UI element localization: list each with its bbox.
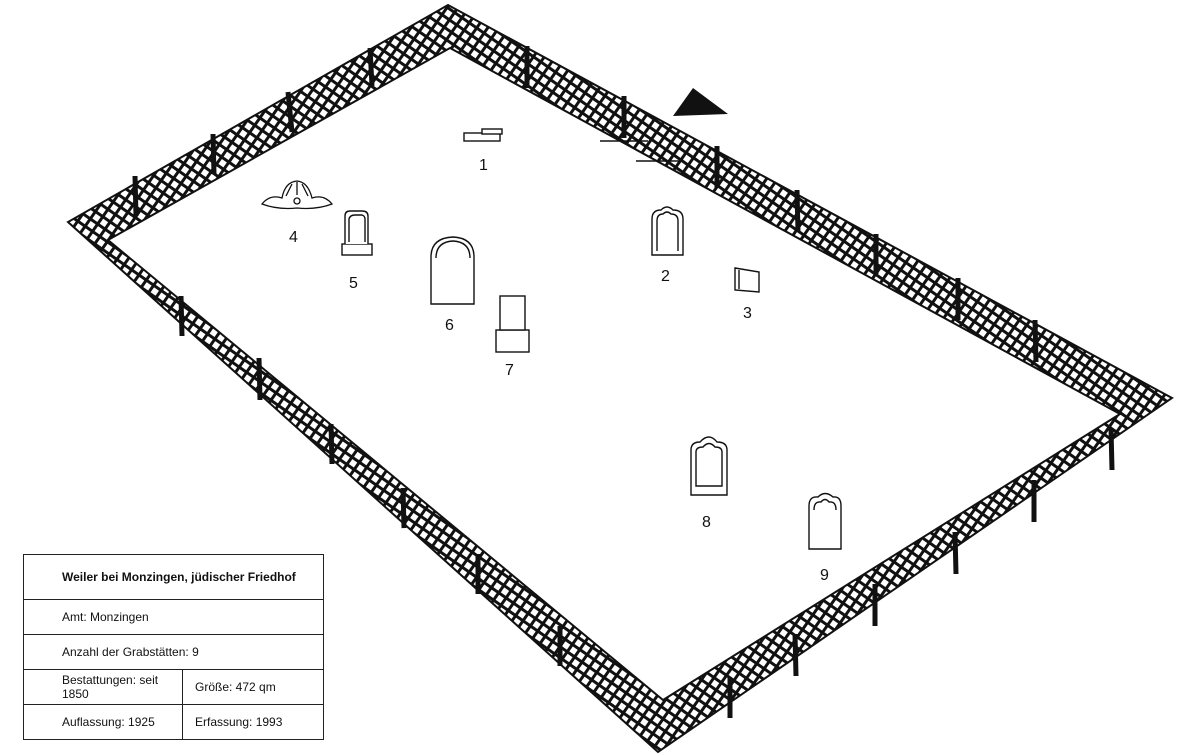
grave-number-5: 5 <box>349 275 358 292</box>
grave-number-9: 9 <box>820 567 829 584</box>
gate <box>600 140 680 162</box>
grave-number-2: 2 <box>661 268 670 285</box>
grave-number-8: 8 <box>702 514 711 531</box>
grave-7 <box>495 295 530 353</box>
info-bestattungen: Bestattungen: seit 1850 <box>23 669 183 705</box>
grave-number-1: 1 <box>479 157 488 174</box>
info-auflassung: Auflassung: 1925 <box>23 704 183 740</box>
grave-number-6: 6 <box>445 317 454 334</box>
fence-posts <box>132 46 1115 718</box>
grave-5 <box>341 210 373 256</box>
grave-1 <box>463 128 503 142</box>
north-arrow-icon <box>673 88 728 116</box>
info-title: Weiler bei Monzingen, jüdischer Friedhof <box>23 554 324 600</box>
grave-number-7: 7 <box>505 362 514 379</box>
grave-number-3: 3 <box>743 305 752 322</box>
info-groesse: Größe: 472 qm <box>182 669 324 705</box>
info-erfassung: Erfassung: 1993 <box>182 704 324 740</box>
grave-4 <box>260 180 334 210</box>
grave-3 <box>734 267 760 293</box>
grave-number-4: 4 <box>289 229 298 246</box>
grave-8 <box>690 436 728 496</box>
info-table: Weiler bei Monzingen, jüdischer Friedhof… <box>23 554 324 740</box>
grave-6 <box>430 236 475 305</box>
info-anzahl: Anzahl der Grabstätten: 9 <box>23 634 324 670</box>
grave-2 <box>651 206 684 256</box>
grave-9 <box>808 492 842 550</box>
info-amt: Amt: Monzingen <box>23 599 324 635</box>
fence <box>66 3 1174 754</box>
